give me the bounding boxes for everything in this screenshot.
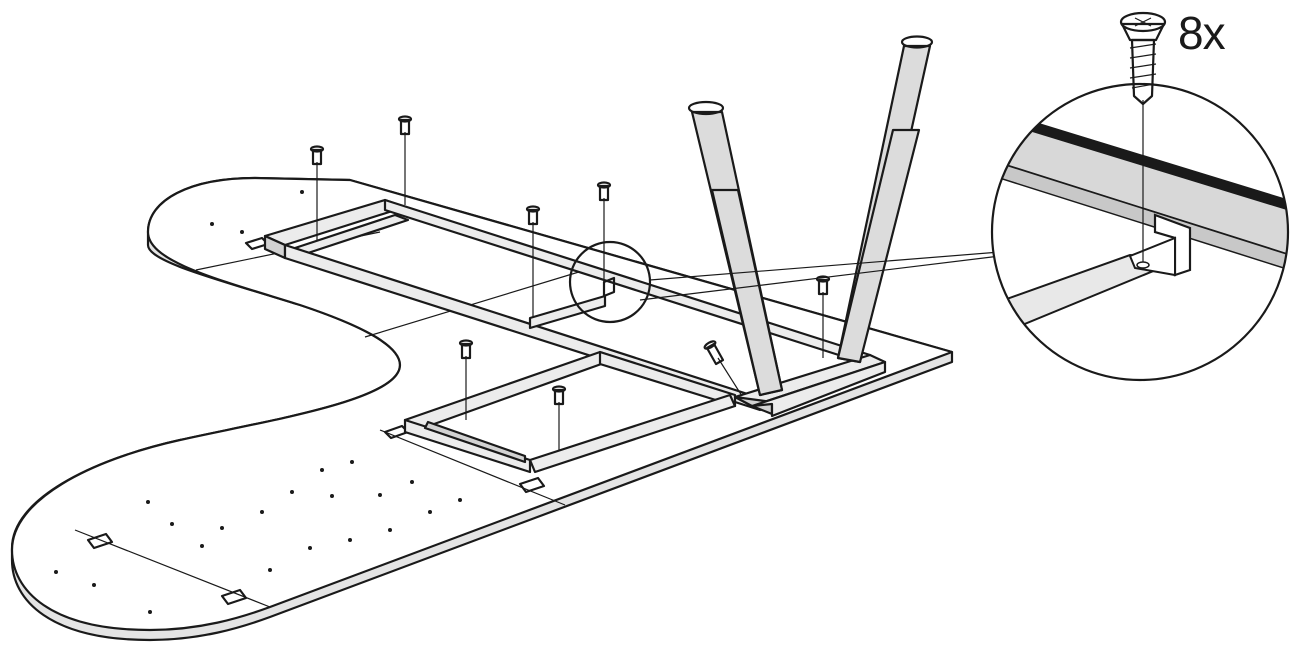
tabletop-seam-2 bbox=[364, 267, 593, 338]
screw-icon bbox=[309, 145, 325, 240]
screw-icon bbox=[703, 340, 743, 397]
frame-rail-lower-front bbox=[528, 393, 737, 474]
frame-rail-cross-middle bbox=[528, 294, 607, 330]
quantity-label: 8x bbox=[1178, 7, 1226, 59]
tabletop-seam-3 bbox=[379, 429, 566, 506]
table-leg-right bbox=[836, 35, 934, 364]
table-leg-left bbox=[687, 100, 784, 397]
connector-fitting bbox=[518, 476, 546, 494]
connector-fitting bbox=[86, 532, 114, 550]
screw-icon bbox=[596, 181, 612, 292]
screw-icon bbox=[1119, 11, 1167, 106]
detail-magnified-circle bbox=[990, 82, 1290, 382]
screw-icon bbox=[551, 385, 567, 450]
hole-dots bbox=[54, 190, 462, 614]
screw-icon bbox=[458, 339, 474, 420]
screw-icon bbox=[397, 115, 413, 205]
screw-icon bbox=[525, 205, 541, 318]
detail-callout bbox=[568, 82, 1290, 382]
screw-group bbox=[309, 115, 831, 450]
tabletop bbox=[10, 176, 954, 642]
detail-source-circle bbox=[568, 240, 652, 324]
screw-icon bbox=[815, 275, 831, 358]
connector-fitting bbox=[220, 588, 248, 606]
